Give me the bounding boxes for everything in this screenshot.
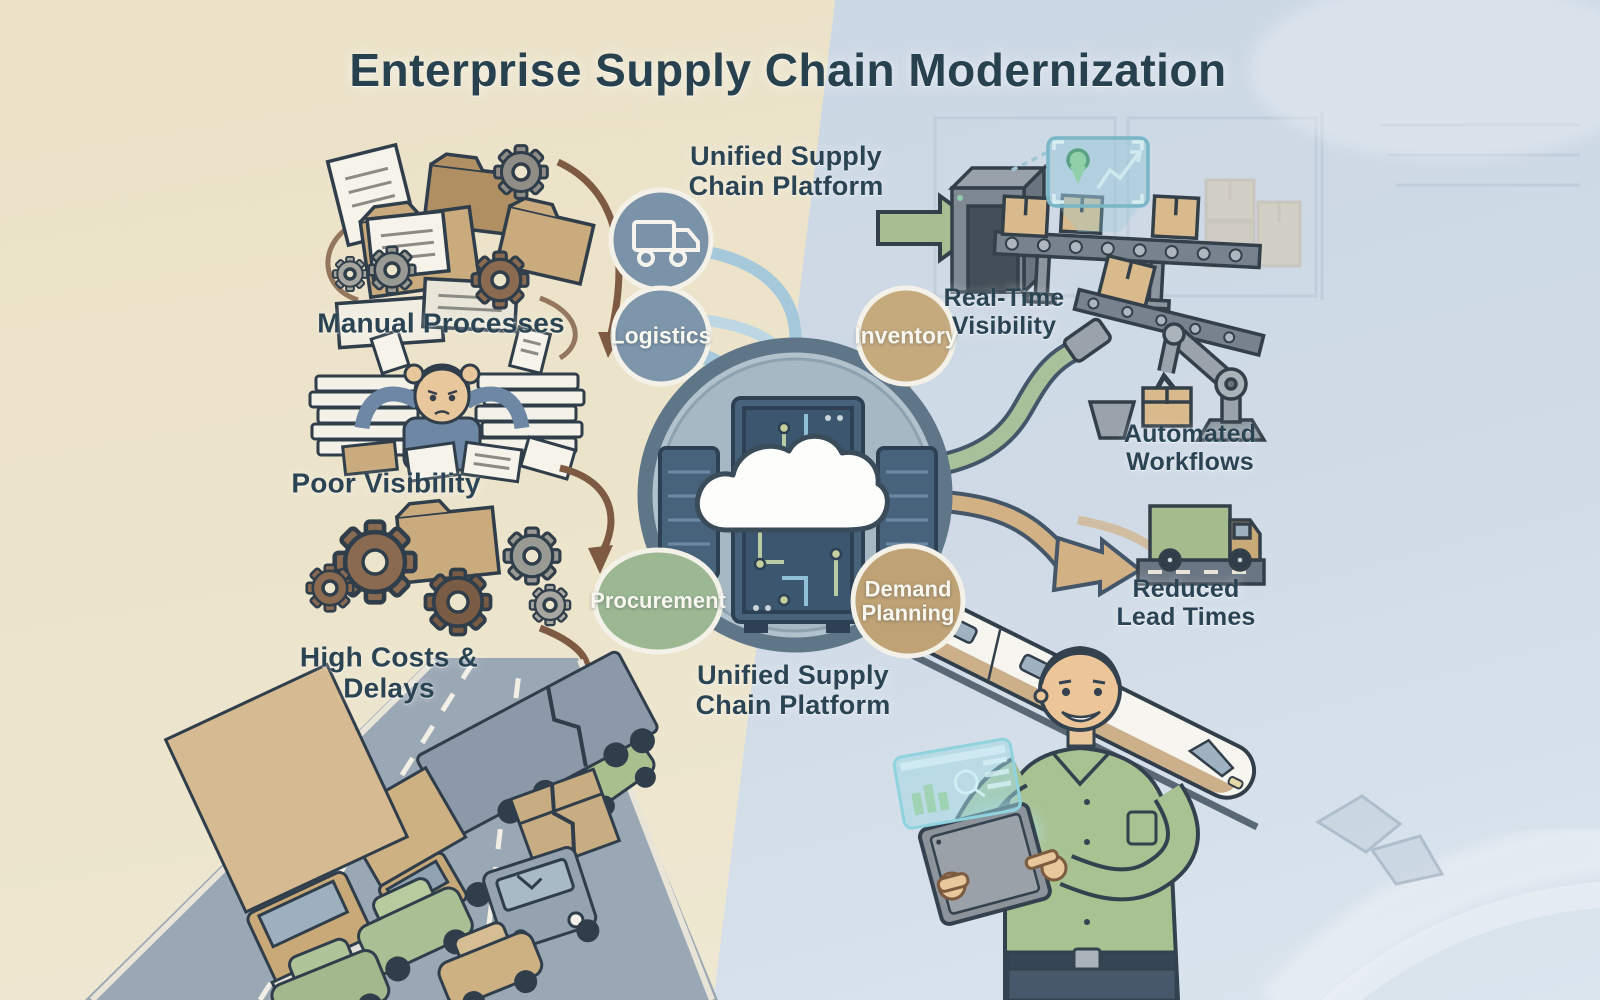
hologram-screen-icon <box>1046 136 1150 208</box>
inventory-bubble <box>855 285 957 387</box>
module-label-procurement: Procurement <box>590 588 726 614</box>
package-icon <box>1141 386 1193 428</box>
problem-label-poor-visibility: Poor Visibility <box>291 467 481 499</box>
cloud-icon <box>694 433 890 533</box>
manager-tablet-illustration <box>892 645 1200 1000</box>
module-label-inventory: Inventory <box>854 322 958 349</box>
lead-time-arrow-icon <box>1051 535 1144 598</box>
platform-hub <box>592 187 966 659</box>
logistics-bubble <box>610 285 712 387</box>
demand-planning-bubble <box>850 543 966 659</box>
traffic-jam-illustration <box>85 650 718 1000</box>
page-title: Enterprise Supply Chain Modernization <box>349 44 1227 96</box>
swoosh-decoration <box>1259 794 1600 1000</box>
warehouse-wall-background <box>933 0 1600 300</box>
scanner-conveyor-icon <box>876 136 1266 358</box>
platform-label-top: Unified Supply Chain Platform <box>688 140 884 201</box>
procurement-bubble <box>592 547 724 655</box>
cardboard-box-icon <box>1000 193 1201 241</box>
module-bubbles <box>592 187 966 659</box>
problem-label-manual-processes: Manual Processes <box>317 307 565 339</box>
module-label-logistics: Logistics <box>610 322 712 349</box>
funnel-icon <box>1087 400 1137 440</box>
platform-label-bottom: Unified Supply Chain Platform <box>695 659 891 720</box>
benefit-label-reduced-lead-times: Reduced Lead Times <box>1116 575 1256 631</box>
robot-arm-icon <box>1141 322 1268 442</box>
benefit-pipes <box>916 317 1161 598</box>
stressed-worker-icon <box>308 324 586 484</box>
tan-car-icon <box>437 921 544 1000</box>
delivery-truck-icon <box>632 220 700 267</box>
module-label-demand-planning: Demand Planning <box>861 576 955 625</box>
benefit-label-automated-workflows: Automated Workflows <box>1123 420 1257 476</box>
problem-label-high-costs-delays: High Costs & Delays <box>299 641 479 704</box>
green-car-icon <box>270 937 391 1000</box>
documents-gears-pile-icon <box>325 142 596 361</box>
benefit-label-real-time-visibility: Real-Time Visibility <box>943 284 1065 340</box>
rusty-gears-folder-icon <box>305 498 572 637</box>
hologram-dashboard-icon <box>892 737 1022 830</box>
delivery-truck-road-icon <box>1136 504 1266 586</box>
damaged-box-icon <box>508 767 622 873</box>
